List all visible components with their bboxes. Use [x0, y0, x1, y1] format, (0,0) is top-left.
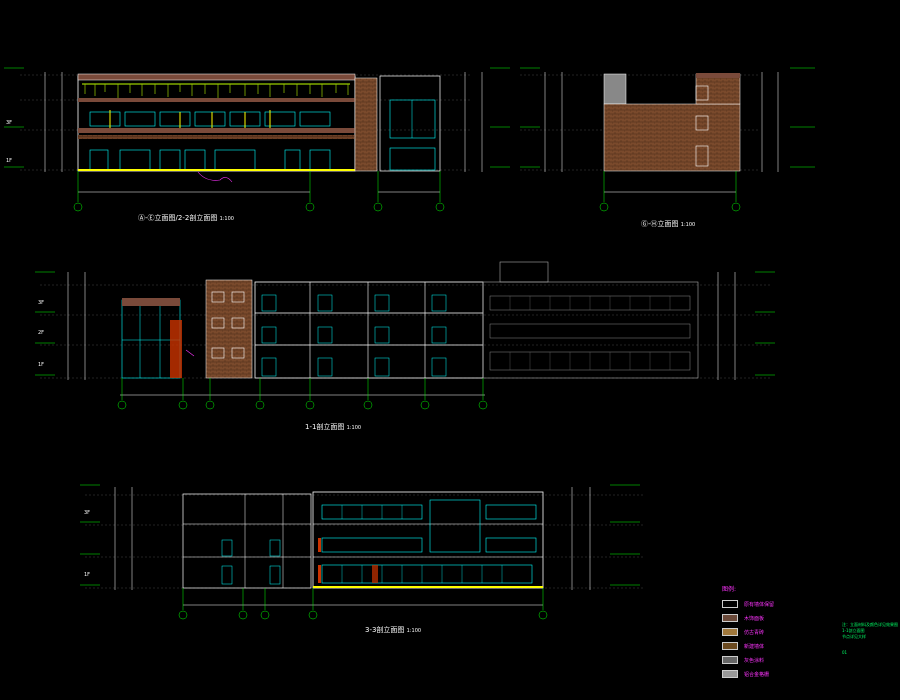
legend-label: 铝合金格栅 — [744, 671, 770, 678]
legend-swatch — [722, 628, 738, 636]
section-1-title-text: 1-1剖立面图 — [305, 423, 345, 431]
elevation-a-title-text: Ⓐ-Ⓔ立面图/2-2剖立面图 — [138, 214, 218, 222]
legend-label: 灰色涂料 — [744, 657, 765, 664]
legend-item: 木饰面板 — [722, 611, 842, 625]
elevation-b — [520, 67, 815, 212]
elevation-b-title-text: Ⓖ-Ⓗ立面图 — [641, 220, 679, 228]
floor-label: 3F — [6, 120, 13, 126]
floor-label: 1F — [84, 572, 91, 578]
legend-swatch — [722, 642, 738, 650]
floor-label: 3F — [84, 510, 91, 516]
legend-swatch — [722, 600, 738, 608]
section-3-scale: 1:100 — [406, 628, 422, 634]
section-3-3 — [80, 484, 645, 620]
elevation-a-scale: 1:100 — [219, 216, 234, 222]
note-line: 注：立面材料及颜色详见效果图 — [842, 622, 898, 627]
elevation-b-scale: 1:100 — [680, 222, 696, 228]
section-1-title: 1-1剖立面图 1:100 — [305, 422, 361, 432]
section-1-scale: 1:100 — [346, 425, 362, 431]
elevation-a — [4, 67, 510, 212]
floor-label: 1F — [6, 158, 13, 164]
legend-item: 灰色涂料 — [722, 653, 842, 667]
legend-title: 图例: — [722, 586, 737, 593]
legend-label: 新建墙体 — [744, 643, 765, 650]
section-1-1 — [35, 261, 775, 410]
legend-item: 新建墙体 — [722, 639, 842, 653]
legend-label: 原有墙体保留 — [744, 601, 775, 608]
floor-label: 3F — [38, 300, 45, 306]
drawing-notes: 注：立面材料及颜色详见效果图 1-1剖立面图 节点详见大样 01 — [842, 622, 898, 656]
legend-item: 铝合金格栅 — [722, 667, 842, 681]
sheet-code: 01 — [842, 650, 848, 655]
section-3-title: 3-3剖立面图 1:100 — [365, 625, 421, 635]
legend-label: 木饰面板 — [744, 615, 765, 622]
floor-label: 2F — [38, 330, 45, 336]
legend-label: 仿古青砖 — [744, 629, 765, 636]
note-line: 节点详见大样 — [842, 634, 866, 639]
floor-label: 1F — [38, 362, 45, 368]
material-legend: 图例: 原有墙体保留 木饰面板 仿古青砖 新建墙体 灰色涂料 铝合金格栅 — [722, 584, 842, 681]
legend-swatch — [722, 670, 738, 678]
note-line: 1-1剖立面图 — [842, 628, 865, 633]
section-3-title-text: 3-3剖立面图 — [365, 626, 405, 634]
legend-item: 原有墙体保留 — [722, 597, 842, 611]
legend-swatch — [722, 656, 738, 664]
elevation-b-title: Ⓖ-Ⓗ立面图 1:100 — [641, 219, 695, 229]
elevation-a-title: Ⓐ-Ⓔ立面图/2-2剖立面图 1:100 — [138, 213, 234, 223]
legend-item: 仿古青砖 — [722, 625, 842, 639]
legend-swatch — [722, 614, 738, 622]
